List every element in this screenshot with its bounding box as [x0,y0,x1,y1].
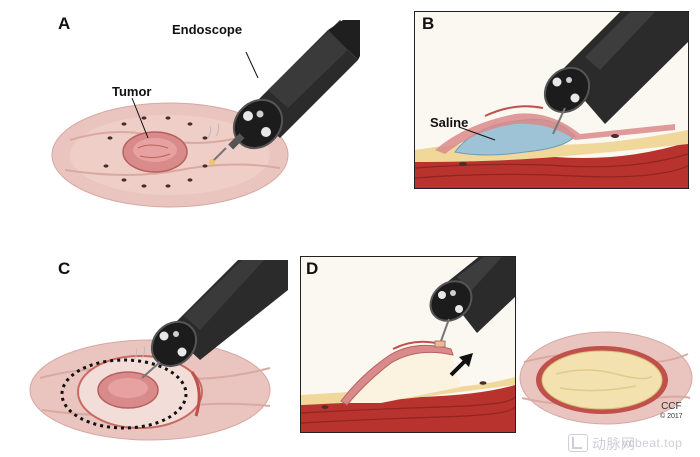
panel-d-frame [300,256,516,433]
endoscope-label: Endoscope [172,22,243,37]
panel-d-illustration [301,257,515,432]
panel-b-letter: B [422,14,435,33]
marking-dots [103,116,208,188]
tumor-label: Tumor [112,84,152,99]
illustration-credit: CCF © 2017 [660,402,683,422]
saline-label: Saline [430,115,469,130]
incision-line [60,358,188,430]
watermark-logo [568,434,588,452]
panel-c-illustration [29,260,288,441]
endoscope-icon [429,257,515,348]
arrow-up-right-icon [449,353,473,377]
exposed-submucosa [541,350,663,410]
endoscope-icon [133,260,288,379]
watermark-url: vcbeat.top [622,436,683,450]
panel-a-letter: A [58,14,71,33]
credit-line-2: © 2017 [660,413,683,420]
endoscope-icon [207,20,360,165]
credit-line-1: CCF [661,401,682,412]
panel-c-letter: C [58,259,71,278]
resection-site [519,331,693,425]
panel-a-illustration [51,20,360,208]
watermark-logo-text: 动脉网 [592,436,636,452]
panel-b-frame [414,11,689,189]
panel-d-letter: D [306,259,319,278]
endoscope-icon [543,12,688,135]
panel-b-illustration [415,12,688,188]
